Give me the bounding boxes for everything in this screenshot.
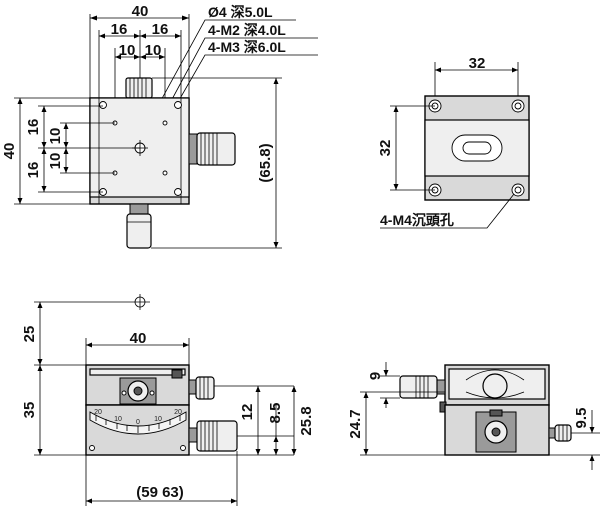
front-dim-40: 40 <box>130 330 147 347</box>
top-dim-10-left: 10 <box>119 42 136 59</box>
bottom-dim-width: 32 <box>469 55 486 72</box>
side-dim-24-7: 24.7 <box>347 409 364 438</box>
scale-label-left-10: 10 <box>114 416 122 423</box>
top-dim-overall-height: (65.8) <box>257 143 274 182</box>
front-dim-overall-width: (59 63) <box>136 484 184 501</box>
scale-label-right-20: 20 <box>174 409 182 416</box>
front-dim-25-8: 25.8 <box>298 406 315 435</box>
note-m4: 4-M4沉頭孔 <box>380 212 454 228</box>
note-hole: Ø4 深5.0L <box>208 4 273 20</box>
scale-label-left-20: 20 <box>94 409 102 416</box>
side-dim-9-5: 9.5 <box>573 408 590 429</box>
top-view: 40 16 16 10 10 Ø4 深5.0L 4-M2 深4.0L 4-M3 … <box>1 3 318 249</box>
top-dim-16-left: 16 <box>111 21 128 38</box>
front-dim-8-5: 8.5 <box>267 403 284 424</box>
side-view: 9 24.7 9.5 <box>347 362 600 470</box>
side-dim-9: 9 <box>367 372 384 380</box>
scale-label-0: 0 <box>136 419 140 426</box>
top-dim-10-bottom: 10 <box>47 153 64 170</box>
top-dim-16-bottom: 16 <box>25 162 42 179</box>
front-dim-12: 12 <box>239 404 256 421</box>
top-dim-10-top: 10 <box>47 128 64 145</box>
scale-label-right-10: 10 <box>154 416 162 423</box>
front-view: 25 35 40 <box>21 294 315 506</box>
note-m2: 4-M2 深4.0L <box>208 22 286 38</box>
front-dim-35: 35 <box>21 402 38 419</box>
front-dim-25: 25 <box>21 326 38 343</box>
top-dim-width: 40 <box>132 3 149 20</box>
bottom-view: 32 32 4-M4沉頭孔 <box>377 55 530 229</box>
top-dim-16-right: 16 <box>152 21 169 38</box>
top-dim-16-top: 16 <box>25 119 42 136</box>
top-dim-height: 40 <box>1 143 18 160</box>
bottom-dim-height: 32 <box>377 140 394 157</box>
top-dim-10-right: 10 <box>145 42 162 59</box>
note-m3: 4-M3 深6.0L <box>208 39 286 55</box>
scale-ticks <box>95 415 181 433</box>
